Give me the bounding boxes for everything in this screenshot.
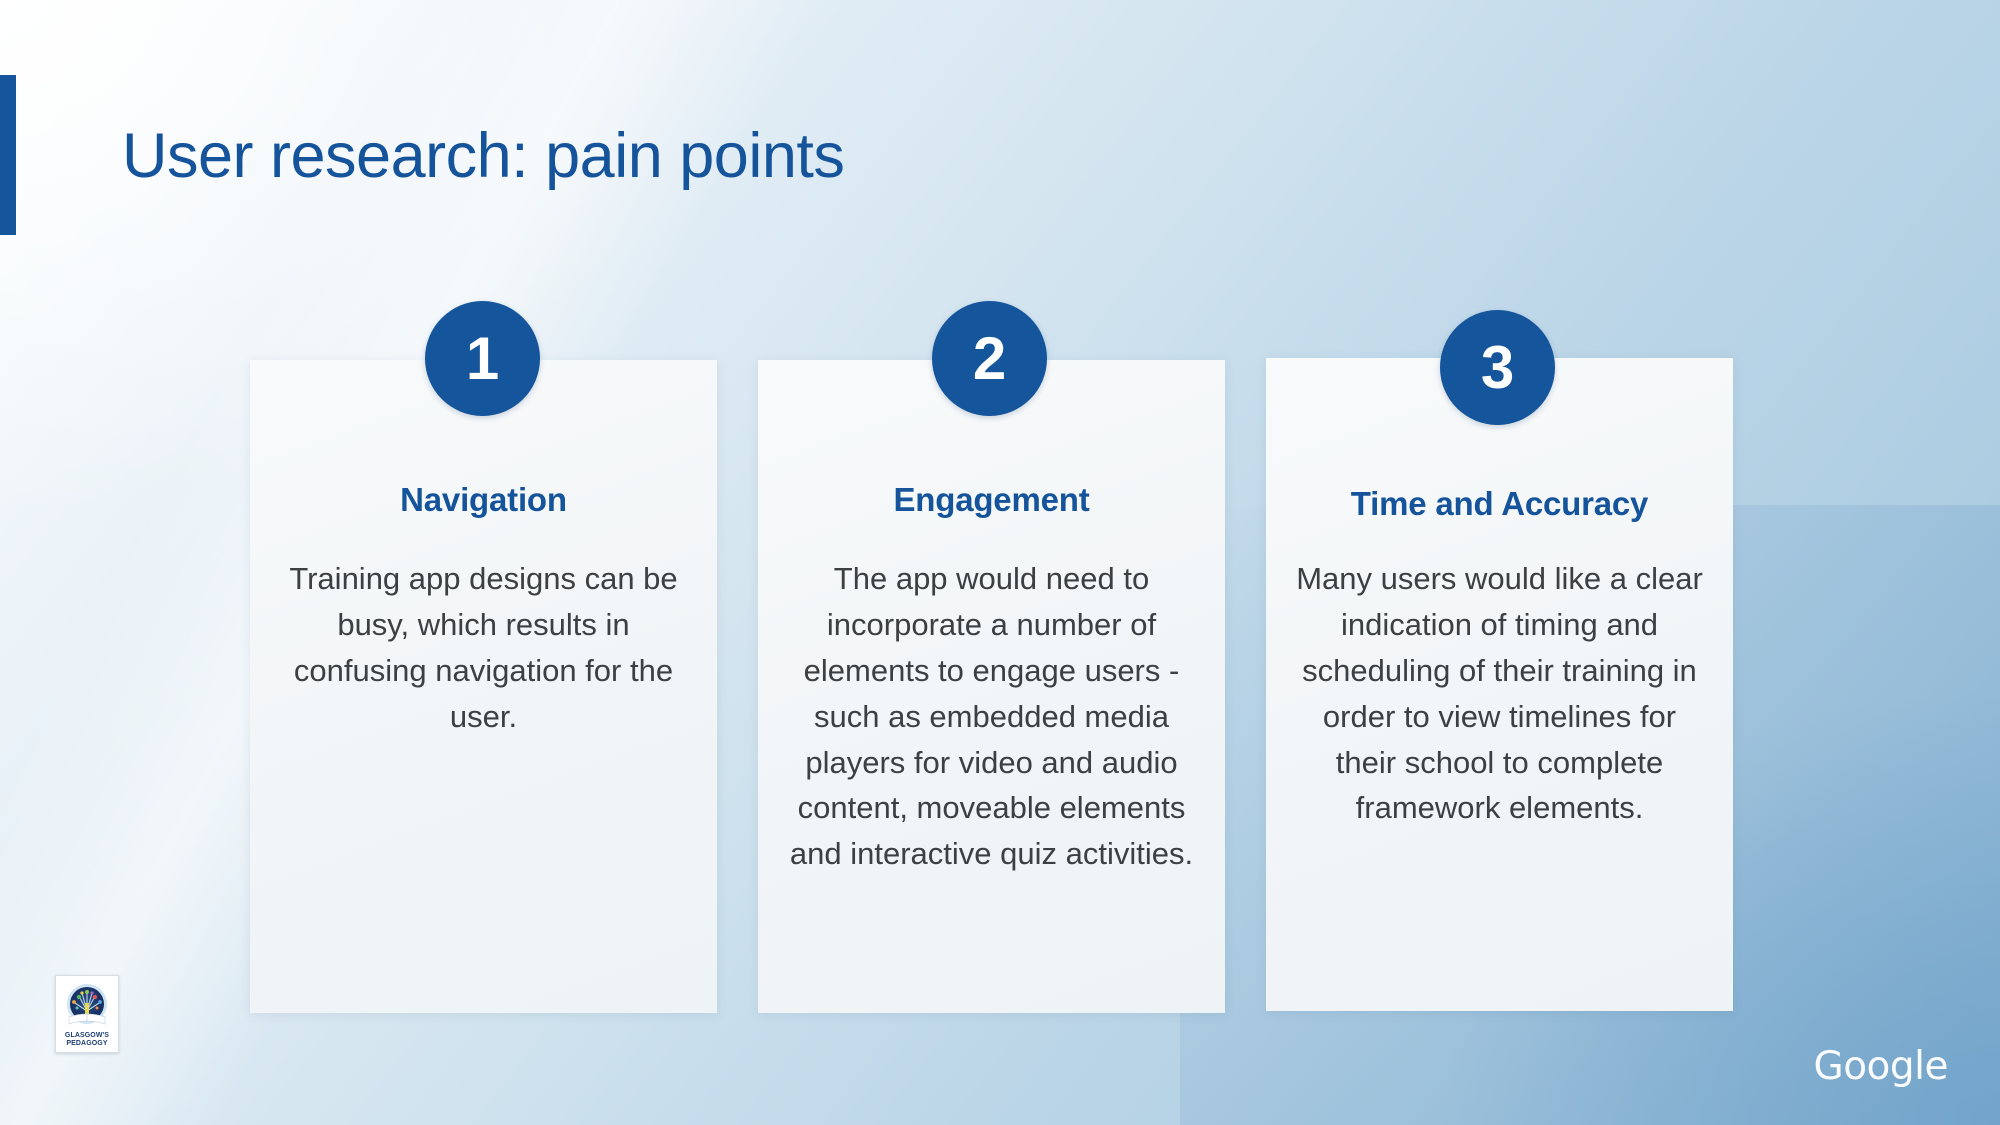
pain-point-card-3: Time and Accuracy Many users would like … <box>1266 358 1733 1011</box>
card-1-body: Training app designs can be busy, which … <box>289 561 678 734</box>
google-wordmark: Google <box>1813 1044 1948 1089</box>
card-3-heading: Time and Accuracy <box>1350 485 1649 522</box>
card-2-body: The app would need to incorporate a numb… <box>789 561 1194 872</box>
tree-book-emblem-icon <box>62 981 112 1031</box>
logo-wordmark: GLASGOW'S PEDAGOGY <box>65 1032 109 1048</box>
glasgows-pedagogy-logo: GLASGOW'S PEDAGOGY <box>55 975 119 1053</box>
pain-point-card-1: Navigation Training app designs can be b… <box>250 360 717 1013</box>
title-accent-bar <box>0 75 16 235</box>
card-1-heading: Navigation <box>400 481 567 518</box>
card-3-body: Many users would like a clear indication… <box>1296 561 1703 826</box>
card-2-number-badge: 2 <box>932 301 1047 416</box>
page-title: User research: pain points <box>122 121 845 191</box>
logo-line-2: PEDAGOGY <box>66 1039 108 1047</box>
card-3-number-badge: 3 <box>1440 310 1555 425</box>
pain-point-card-2: Engagement The app would need to incorpo… <box>758 360 1225 1013</box>
logo-line-1: GLASGOW'S <box>64 1032 110 1039</box>
card-1-number-badge: 1 <box>425 301 540 416</box>
card-2-heading: Engagement <box>893 481 1090 518</box>
